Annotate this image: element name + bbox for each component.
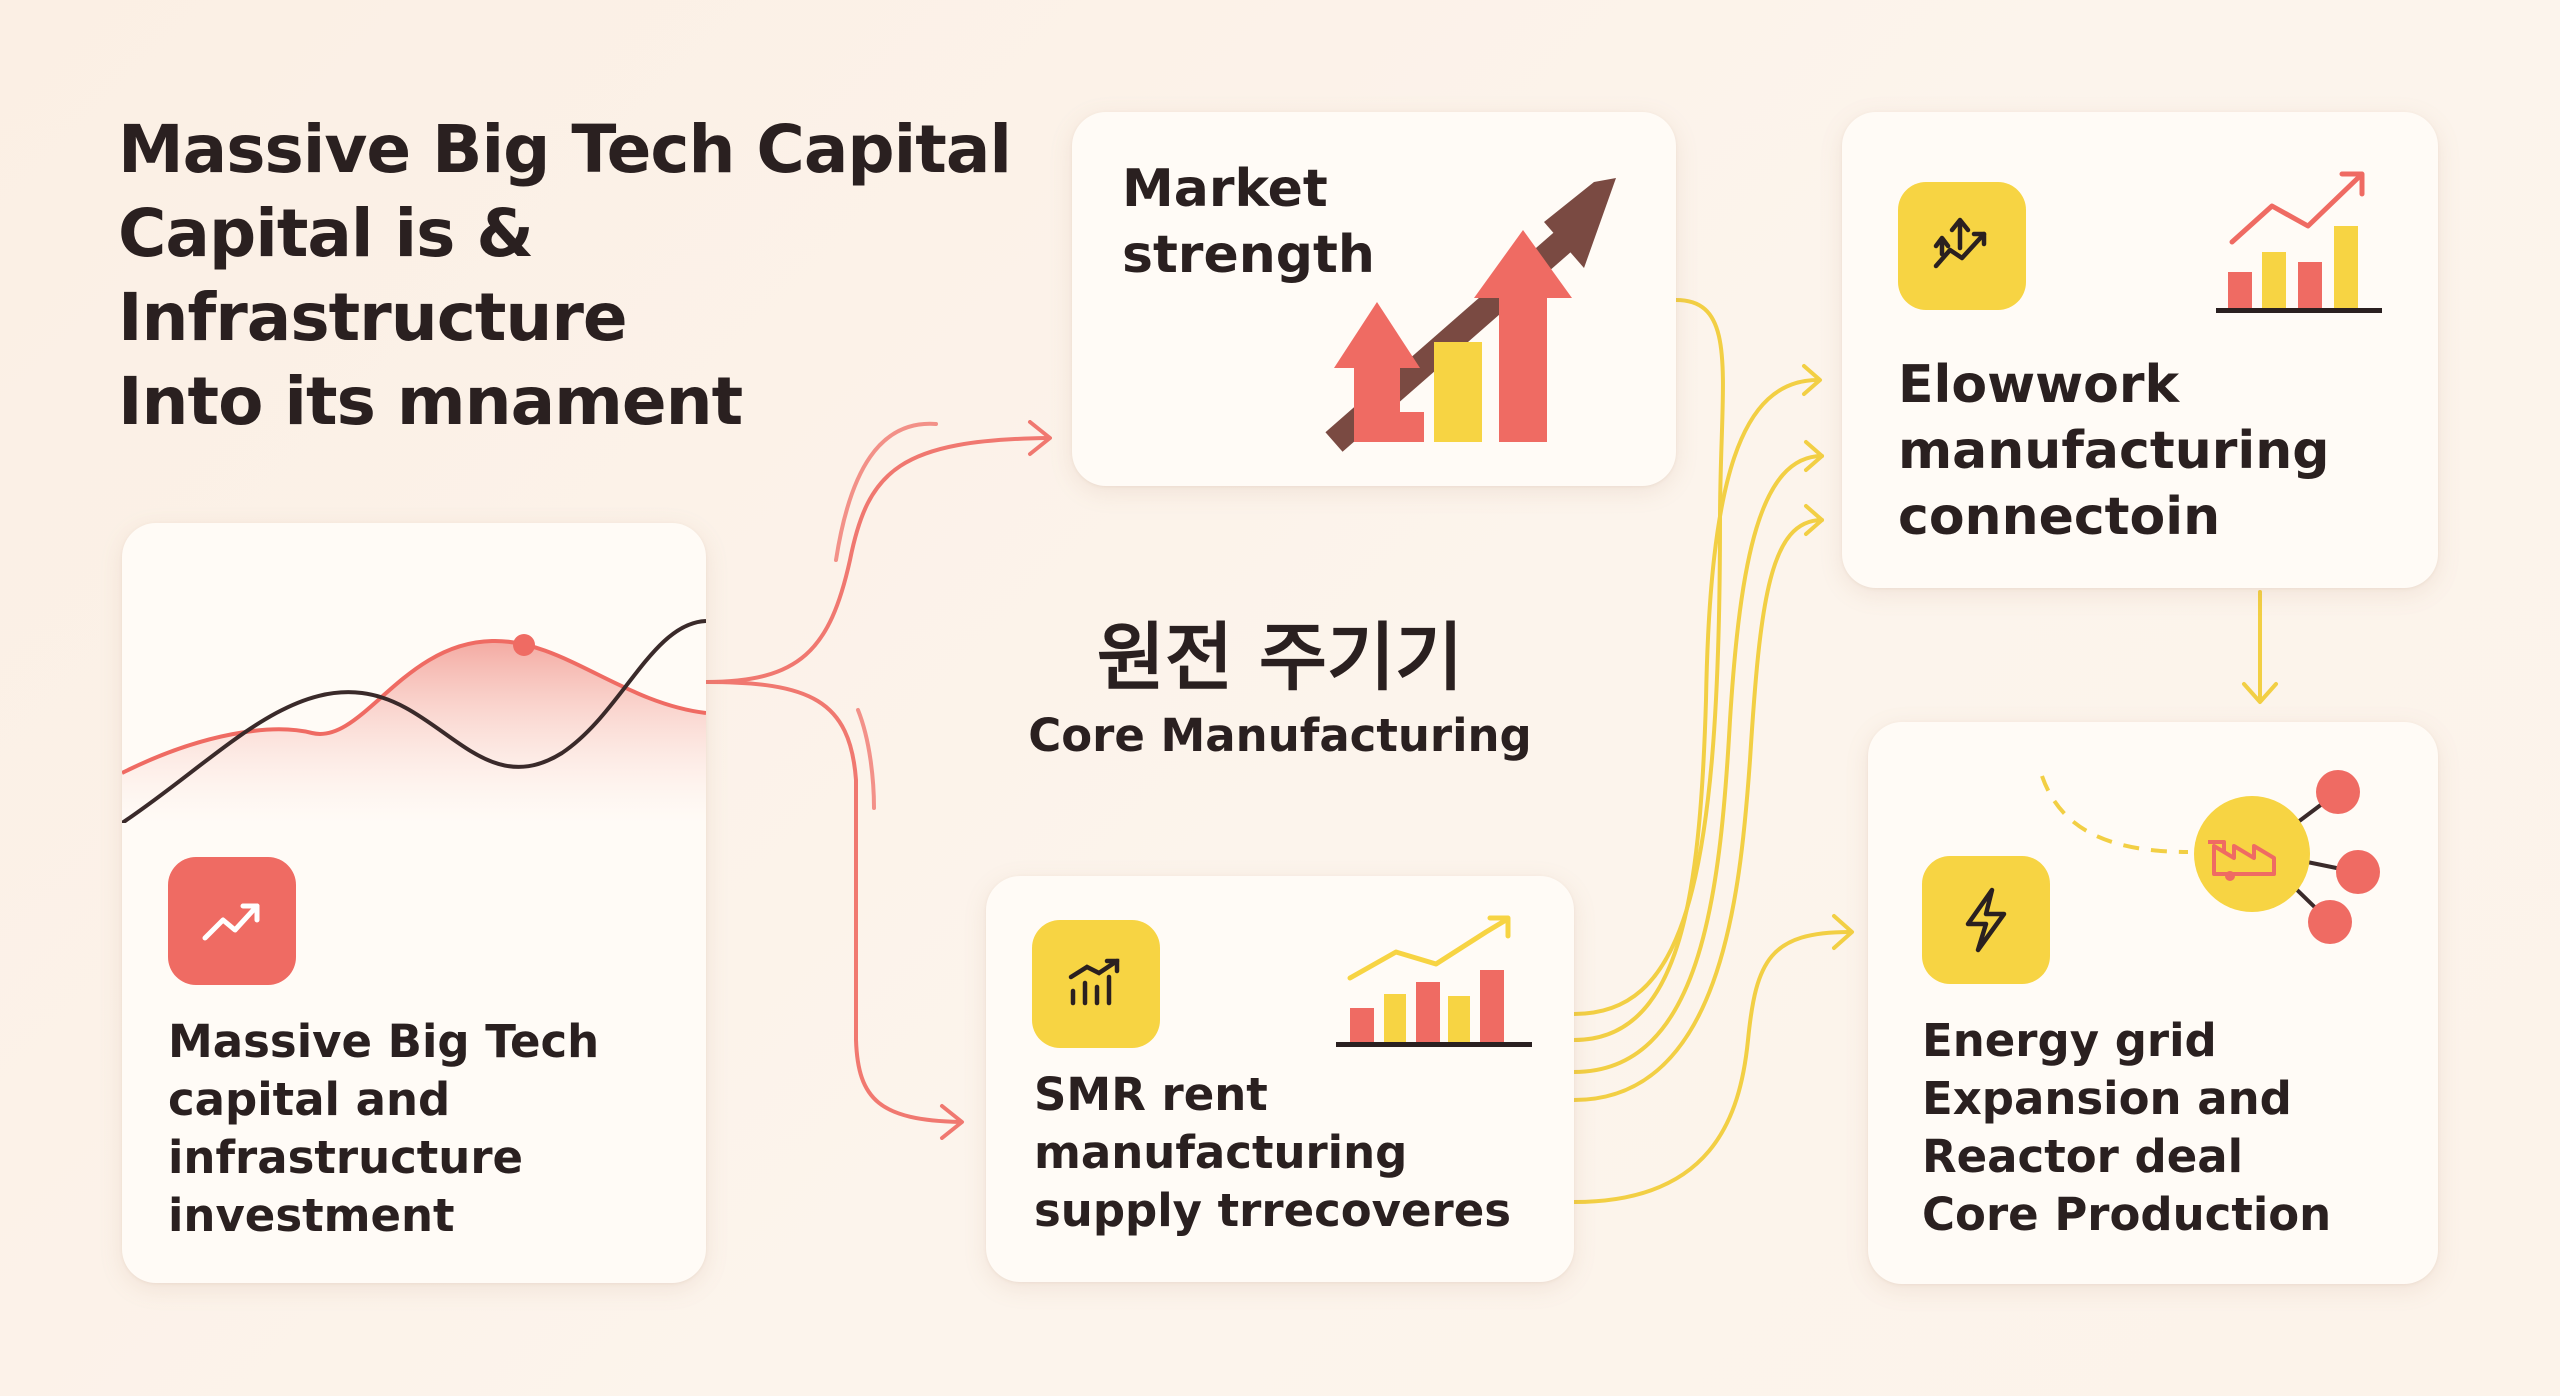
energy-line: Reactor deal	[1922, 1130, 2244, 1183]
energy-line: Energy grid	[1922, 1014, 2217, 1067]
title-line-3: Into its mnament	[118, 363, 743, 440]
center-english-label: Core Manufacturing	[1028, 709, 1532, 762]
flowwork-label: Elowwork manufacturing connectoin	[1898, 352, 2329, 550]
lightning-icon	[1922, 856, 2050, 984]
growth-arrows-icon	[1325, 178, 1616, 452]
smr-card: SMR rent manufacturing supply trrecovere…	[986, 876, 1574, 1282]
center-label: 원전 주기기 Core Manufacturing	[1010, 610, 1550, 766]
market-line: strength	[1122, 225, 1375, 285]
page-title: Massive Big Tech Capital Capital is & In…	[118, 108, 1018, 444]
arrowhead-lower	[940, 1104, 964, 1140]
trending-up-icon	[168, 857, 296, 985]
investment-line: infrastructure	[168, 1131, 524, 1184]
market-strength-card: Market strength	[1072, 112, 1676, 486]
energy-label: Energy grid Expansion and Reactor deal C…	[1922, 1012, 2331, 1244]
investment-card: Massive Big Tech capital and infrastruct…	[122, 523, 706, 1283]
yellow-flow-5	[1572, 930, 1852, 1204]
smr-line: manufacturing	[1034, 1126, 1408, 1179]
energy-line: Core Production	[1922, 1188, 2332, 1241]
mini-growth-chart-icon	[2216, 171, 2382, 313]
title-line-1: Massive Big Tech Capital	[118, 111, 1012, 188]
yellow-flow-3	[1572, 454, 1824, 1074]
red-flow-arrow-lower	[704, 680, 962, 1124]
investment-line: Massive Big Tech	[168, 1015, 600, 1068]
flowwork-line: Elowwork	[1898, 355, 2180, 415]
smr-line: SMR rent	[1034, 1068, 1268, 1121]
flowwork-line: manufacturing	[1898, 421, 2330, 481]
small-bar-chart-icon	[1336, 915, 1532, 1047]
arrows-up-trend-icon	[1898, 182, 2026, 310]
arrowhead-upper	[1028, 420, 1052, 456]
market-line: Market	[1122, 159, 1328, 219]
investment-line: investment	[168, 1189, 455, 1242]
energy-line: Expansion and	[1922, 1072, 2292, 1125]
flowwork-line: connectoin	[1898, 487, 2221, 547]
energy-grid-card: Energy grid Expansion and Reactor deal C…	[1868, 722, 2438, 1284]
smr-line: supply trrecoveres	[1034, 1184, 1512, 1237]
title-line-2: Capital is & Infrastructure	[118, 195, 628, 356]
center-korean-label: 원전 주기기	[1096, 615, 1464, 701]
red-flow-arrow-upper	[704, 436, 1050, 684]
yellow-flow-4	[1572, 518, 1824, 1102]
wave-chart-illustration	[122, 619, 706, 823]
peak-dot	[513, 634, 535, 656]
factory-network-icon	[2040, 770, 2380, 944]
investment-line: capital and	[168, 1073, 451, 1126]
investment-label: Massive Big Tech capital and infrastruct…	[168, 1013, 599, 1245]
bar-chart-icon	[1032, 920, 1160, 1048]
flowwork-card: Elowwork manufacturing connectoin	[1842, 112, 2438, 588]
smr-label: SMR rent manufacturing supply trrecovere…	[1034, 1066, 1511, 1240]
market-label: Market strength	[1122, 156, 1375, 288]
